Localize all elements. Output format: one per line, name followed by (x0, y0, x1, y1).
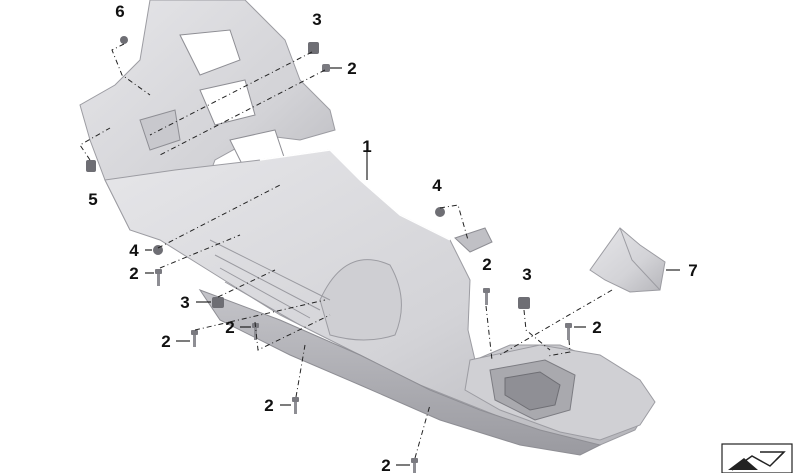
clip-nut-icon (308, 42, 319, 54)
clip-nut-icon (212, 297, 224, 308)
assembly-line (111, 43, 151, 96)
assembly-line (485, 305, 493, 361)
callout-label: 1 (362, 137, 371, 156)
small-screw-icon (120, 36, 128, 44)
bracket-body (589, 227, 666, 293)
callout-label: 2 (264, 396, 273, 415)
callout-label: 7 (688, 261, 697, 280)
parts-catalog-symbol-icon (721, 443, 793, 473)
callout-label: 3 (522, 265, 531, 284)
bracket-fold (619, 227, 661, 291)
assembly-line (159, 69, 326, 156)
panel-lower-skirt (198, 288, 602, 456)
callout-label: 6 (115, 2, 124, 21)
assembly-line (217, 269, 276, 298)
assembly-lines (79, 43, 613, 459)
callout-label: 3 (180, 293, 189, 312)
panel-mounting-tab (454, 227, 493, 253)
callout-label: 4 (129, 241, 139, 260)
callout-label: 2 (161, 332, 170, 351)
callout-leaders (145, 67, 680, 466)
fasteners (86, 36, 572, 473)
panel-side-bulge (319, 259, 402, 341)
callout-label: 2 (225, 318, 234, 337)
assembly-line (194, 299, 326, 331)
bracket-part-7 (589, 227, 666, 293)
callout-label: 2 (592, 318, 601, 337)
grommet-icon (153, 245, 163, 255)
assembly-line (295, 344, 306, 398)
spring-clip-icon (86, 160, 96, 172)
assembly-line (414, 404, 431, 459)
assembly-line (499, 289, 613, 356)
screw-icon (155, 269, 162, 286)
panel-cutout (199, 79, 256, 126)
assembly-line (157, 184, 281, 249)
panel-edge-line (259, 149, 451, 241)
screw-icon (191, 330, 198, 347)
panel-footwell-inner (504, 371, 561, 411)
grommet-icon (435, 207, 445, 217)
callout-labels: 6 3 2 5 1 4 4 2 3 2 2 2 3 7 2 2 2 (88, 2, 697, 473)
assembly-line (254, 314, 331, 351)
screw-icon (565, 323, 572, 340)
assembly-line (523, 309, 551, 351)
floor-panel-part-1 (79, 0, 656, 456)
assembly-line (547, 339, 571, 357)
callout-label: 3 (312, 10, 321, 29)
callout-label: 2 (482, 255, 491, 274)
callout-label: 5 (88, 190, 97, 209)
callout-label: 2 (129, 264, 138, 283)
screw-icon (292, 397, 299, 414)
assembly-line (159, 234, 241, 269)
callout-label: 2 (347, 59, 356, 78)
callout-label: 4 (432, 176, 442, 195)
panel-floor-ribs (209, 239, 331, 326)
screw-icon (411, 458, 418, 473)
screw-icon (483, 288, 490, 305)
panel-cutout (179, 29, 241, 76)
clip-nut-icon (518, 297, 530, 309)
callout-label: 2 (381, 456, 390, 473)
